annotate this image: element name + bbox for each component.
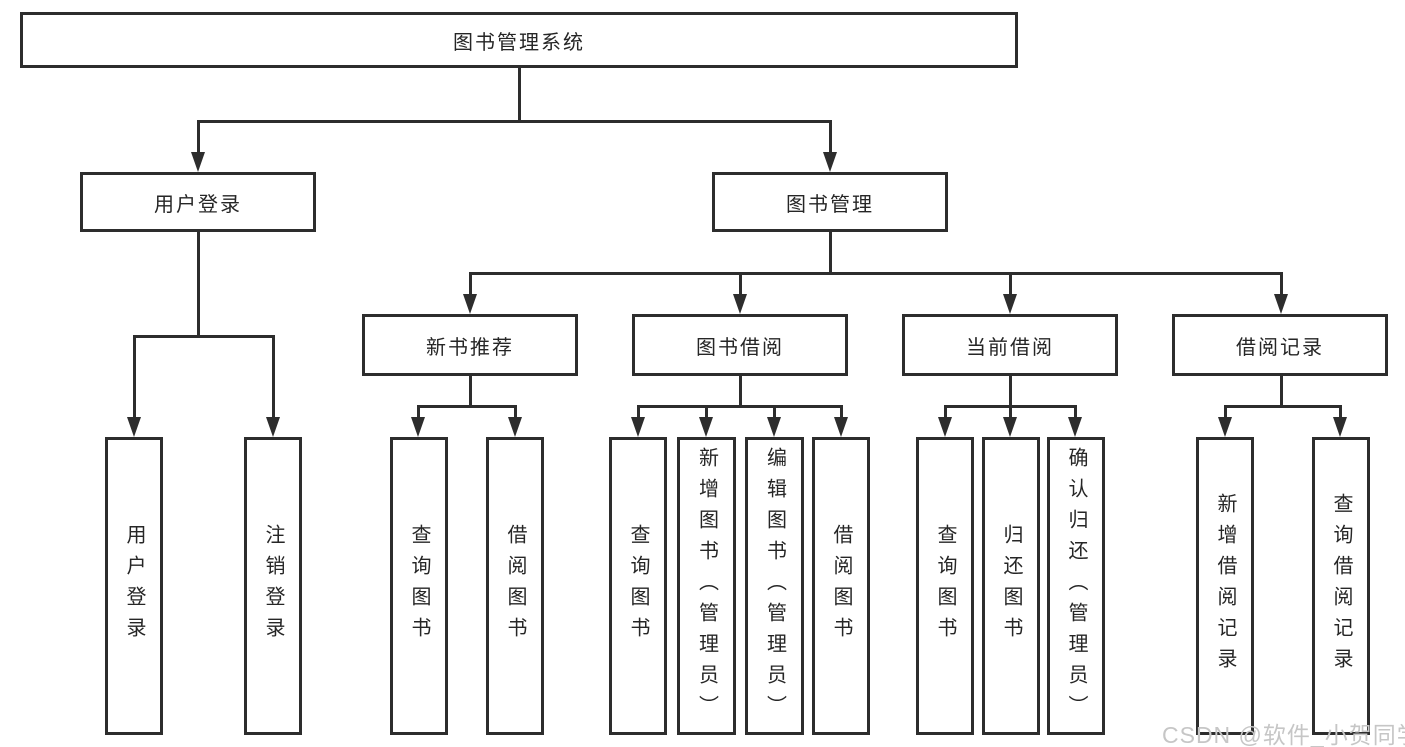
arrow-down-icon (1003, 417, 1017, 437)
leaf-add-borrow-record: 新增借阅记录 (1196, 437, 1254, 735)
leaf-current-query-books-label: 查询图书 (934, 524, 956, 648)
connector-stem (829, 232, 832, 272)
leaf-borrow-query-books-label: 查询图书 (627, 524, 649, 648)
arrow-down-icon (411, 417, 425, 437)
leaf-recommend-borrow-books-label: 借阅图书 (504, 524, 526, 648)
node-current-borrow: 当前借阅 (902, 314, 1118, 376)
arrow-down-icon (266, 417, 280, 437)
connector-stem (469, 376, 472, 405)
node-current-borrow-label: 当前借阅 (966, 336, 1054, 359)
node-book-management: 图书管理 (712, 172, 948, 232)
node-user-login: 用户登录 (80, 172, 316, 232)
connector-drop (840, 405, 843, 420)
connector-drop (514, 405, 517, 420)
leaf-edit-books-admin: 编辑图书（管理员） (745, 437, 804, 735)
connector-drop (829, 120, 832, 156)
leaf-recommend-query-books: 查询图书 (390, 437, 448, 735)
arrow-down-icon (1003, 294, 1017, 314)
leaf-add-borrow-record-label: 新增借阅记录 (1214, 493, 1236, 679)
connector-drop (417, 405, 420, 420)
arrow-down-icon (631, 417, 645, 437)
arrow-down-icon (733, 294, 747, 314)
connector-drop (705, 405, 708, 420)
leaf-borrow-books: 借阅图书 (812, 437, 870, 735)
leaf-query-borrow-record-label: 查询借阅记录 (1330, 493, 1352, 679)
arrow-down-icon (938, 417, 952, 437)
arrow-down-icon (1333, 417, 1347, 437)
node-root-label: 图书管理系统 (453, 31, 585, 54)
arrow-down-icon (823, 152, 837, 172)
arrow-down-icon (767, 417, 781, 437)
connector-hbar (637, 405, 842, 408)
node-new-book-recommend-label: 新书推荐 (426, 336, 514, 359)
csdn-watermark: CSDN @软件_小贺同学 (1162, 722, 1405, 747)
arrow-down-icon (1218, 417, 1232, 437)
leaf-user-login-label: 用户登录 (123, 524, 145, 648)
leaf-borrow-books-label: 借阅图书 (830, 524, 852, 648)
leaf-logout-login-label: 注销登录 (262, 524, 284, 648)
connector-stem (518, 68, 521, 122)
node-borrow-records-label: 借阅记录 (1236, 336, 1324, 359)
connector-drop (197, 120, 200, 156)
connector-stem (1280, 376, 1283, 405)
node-book-borrow: 图书借阅 (632, 314, 848, 376)
node-root: 图书管理系统 (20, 12, 1018, 68)
connector-drop (1280, 272, 1283, 298)
node-user-login-label: 用户登录 (154, 193, 242, 216)
arrow-down-icon (127, 417, 141, 437)
connector-drop (739, 272, 742, 298)
leaf-recommend-query-books-label: 查询图书 (408, 524, 430, 648)
leaf-confirm-return-admin: 确认归还（管理员） (1047, 437, 1105, 735)
connector-stem (1009, 376, 1012, 405)
arrow-down-icon (1274, 294, 1288, 314)
connector-hbar (469, 272, 1283, 275)
connector-drop (133, 335, 136, 420)
connector-hbar (133, 335, 275, 338)
connector-drop (1339, 405, 1342, 420)
connector-hbar (1224, 405, 1342, 408)
node-book-borrow-label: 图书借阅 (696, 336, 784, 359)
leaf-return-books: 归还图书 (982, 437, 1040, 735)
leaf-borrow-query-books: 查询图书 (609, 437, 667, 735)
connector-drop (1009, 405, 1012, 420)
leaf-logout-login: 注销登录 (244, 437, 302, 735)
connector-drop (1224, 405, 1227, 420)
connector-drop (469, 272, 472, 298)
leaf-return-books-label: 归还图书 (1000, 524, 1022, 648)
connector-hbar (417, 405, 517, 408)
leaf-add-books-admin-label: 新增图书（管理员） (695, 446, 718, 726)
connector-drop (272, 335, 275, 420)
arrow-down-icon (463, 294, 477, 314)
leaf-current-query-books: 查询图书 (916, 437, 974, 735)
leaf-user-login: 用户登录 (105, 437, 163, 735)
connector-stem (197, 232, 200, 335)
connector-drop (944, 405, 947, 420)
leaf-edit-books-admin-label: 编辑图书（管理员） (763, 446, 786, 726)
node-book-management-label: 图书管理 (786, 193, 874, 216)
connector-drop (1074, 405, 1077, 420)
arrow-down-icon (699, 417, 713, 437)
arrow-down-icon (191, 152, 205, 172)
arrow-down-icon (834, 417, 848, 437)
arrow-down-icon (508, 417, 522, 437)
leaf-add-books-admin: 新增图书（管理员） (677, 437, 736, 735)
leaf-recommend-borrow-books: 借阅图书 (486, 437, 544, 735)
connector-hbar (197, 120, 832, 123)
leaf-query-borrow-record: 查询借阅记录 (1312, 437, 1370, 735)
connector-drop (1009, 272, 1012, 298)
connector-drop (637, 405, 640, 420)
connector-drop (773, 405, 776, 420)
leaf-confirm-return-admin-label: 确认归还（管理员） (1065, 446, 1087, 726)
arrow-down-icon (1068, 417, 1082, 437)
node-new-book-recommend: 新书推荐 (362, 314, 578, 376)
node-borrow-records: 借阅记录 (1172, 314, 1388, 376)
connector-stem (739, 376, 742, 405)
